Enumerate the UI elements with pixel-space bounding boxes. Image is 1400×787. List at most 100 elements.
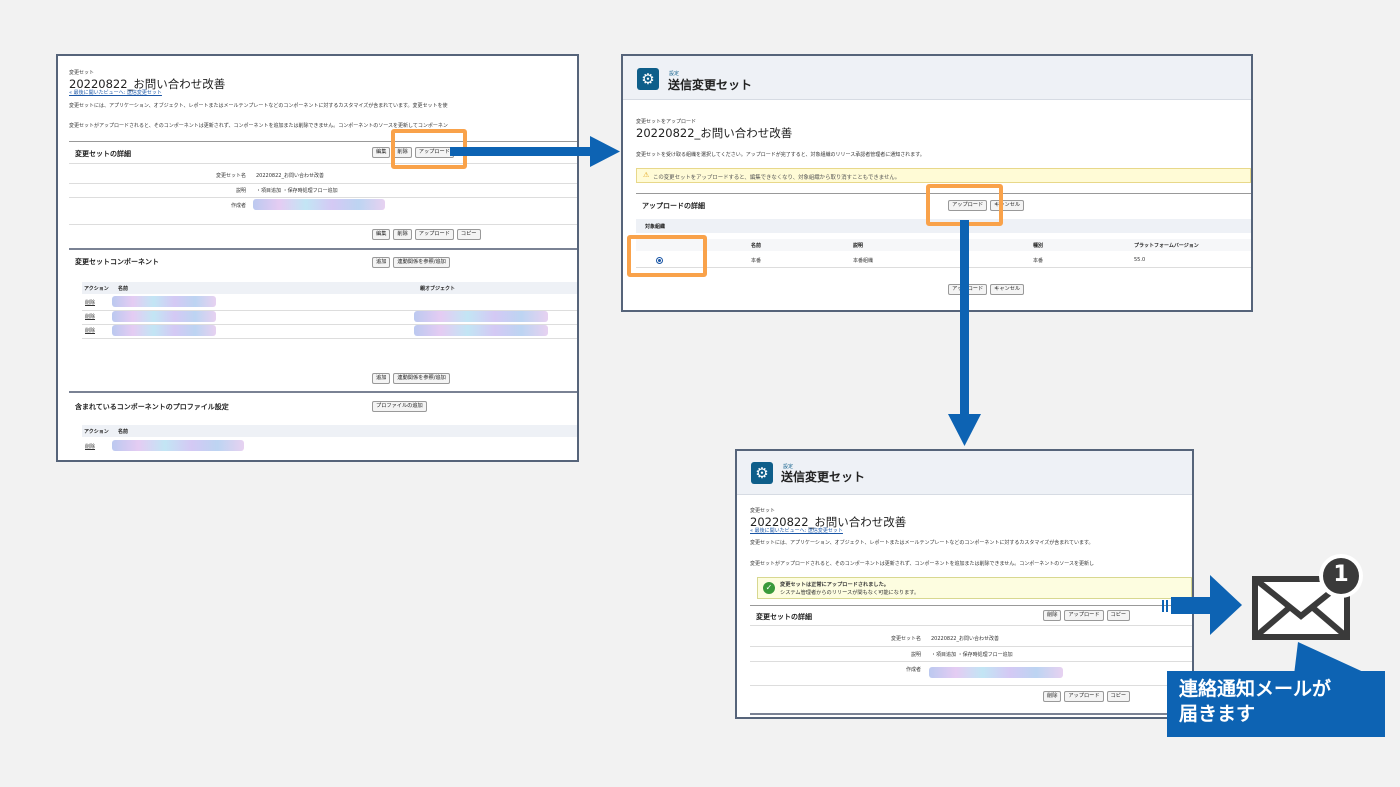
components-section-heading: 変更セットコンポーネント — [75, 258, 159, 266]
header-title: 送信変更セット — [668, 78, 753, 92]
caption-line-2: 届きます — [1179, 703, 1256, 725]
success-subtext: システム管理者からのリリースが間もなく可能になります。 — [780, 590, 920, 596]
delete-button[interactable]: 削除 — [393, 229, 412, 240]
component-name-redacted — [112, 325, 216, 336]
column-header-name: 名前 — [118, 286, 129, 292]
divider — [82, 310, 577, 311]
divider — [69, 197, 577, 198]
upload-complete-screenshot: ⚙ 設定 送信変更セット 変更セット 20220822_お問い合わせ改善 « 最… — [735, 449, 1194, 719]
upload-button[interactable]: アップロード — [1064, 610, 1104, 621]
setup-header — [623, 56, 1251, 100]
org-name: 本番 — [751, 258, 762, 264]
warning-banner: ⚠ この変更セットをアップロードすると、編集できなくなり、対象組織から取り消すこ… — [636, 168, 1251, 183]
profiles-table-header: アクション 名前 — [82, 425, 577, 437]
detail-section-heading: 変更セットの詳細 — [756, 613, 812, 621]
remove-link[interactable]: 削除 — [85, 314, 96, 320]
profile-name-redacted — [112, 440, 244, 451]
column-header-action: アクション — [84, 286, 109, 292]
upload-button[interactable]: アップロード — [1064, 691, 1104, 702]
remove-link[interactable]: 削除 — [85, 444, 96, 450]
divider — [750, 625, 1192, 626]
setup-label: 設定 — [783, 464, 794, 470]
divider — [69, 183, 577, 184]
creator-redacted — [253, 199, 385, 210]
column-header-type: 種別 — [1033, 243, 1044, 249]
divider — [69, 248, 577, 250]
left-changeset-screenshot: 変更セット 20220822_お問い合わせ改善 « 最後に開いたビューへ: 送信… — [56, 54, 579, 462]
cancel-button[interactable]: キャンセル — [990, 200, 1025, 211]
view-dependencies-button[interactable]: 連動関係を参照/追加 — [393, 257, 450, 268]
column-header-action: アクション — [84, 429, 109, 435]
org-type: 本番 — [1033, 258, 1044, 264]
target-org-label: 対象組織 — [636, 219, 1251, 233]
delete-button[interactable]: 削除 — [1043, 691, 1062, 702]
remove-link[interactable]: 削除 — [85, 328, 96, 334]
caption-pointer — [1294, 642, 1370, 675]
copy-button[interactable]: コピー — [1106, 610, 1131, 621]
breadcrumb: 変更セット — [69, 70, 95, 76]
divider — [636, 193, 1251, 194]
setup-header — [737, 451, 1192, 495]
description-text-1: 変更セットには、アプリケーション、オブジェクト、レポートまたはメールテンプレート… — [750, 540, 1094, 546]
setup-label: 設定 — [669, 71, 680, 77]
success-title: 変更セットは正常にアップロードされました。 — [780, 582, 889, 588]
field-label-creator: 作成者 — [905, 667, 921, 673]
divider — [750, 713, 1192, 715]
description-text-1: 変更セットには、アプリケーション、オブジェクト、レポートまたはメールテンプレート… — [69, 103, 448, 109]
divider — [69, 163, 577, 164]
breadcrumb: 変更セットをアップロード — [636, 119, 697, 125]
field-value-name: 20220822_お問い合わせ改善 — [256, 173, 324, 179]
component-name-redacted — [112, 311, 216, 322]
delete-button[interactable]: 削除 — [1043, 610, 1062, 621]
copy-button[interactable]: コピー — [1106, 691, 1131, 702]
column-header-platform-version: プラットフォームバージョン — [1134, 243, 1199, 249]
caption-line-1: 連絡通知メールが — [1179, 678, 1332, 700]
arrow-right — [450, 136, 620, 167]
field-value-description: ・項目追加 ・保存時処理フロー追加 — [256, 188, 338, 194]
components-table-header: アクション 名前 親オブジェクト — [82, 282, 577, 294]
divider — [750, 605, 1192, 606]
page-title: 20220822_お問い合わせ改善 — [636, 126, 793, 140]
instruction-text: 変更セットを受け取る組織を選択してください。アップロードが完了すると、対象組織の… — [636, 152, 925, 158]
upload-changeset-screenshot: ⚙ 設定 送信変更セット 変更セットをアップロード 20220822_お問い合わ… — [621, 54, 1253, 312]
arrow-down — [948, 220, 981, 446]
envelope-icon — [1252, 554, 1363, 640]
breadcrumb: 変更セット — [750, 508, 776, 514]
divider — [82, 324, 577, 325]
org-description: 本番組織 — [853, 258, 874, 264]
target-org-table-header: 名前 説明 種別 プラットフォームバージョン — [636, 239, 1251, 251]
edit-button[interactable]: 編集 — [372, 229, 391, 240]
upload-button[interactable]: アップロード — [414, 229, 454, 240]
notification-badge-count: 1 — [1333, 562, 1349, 587]
field-label-description: 説明 — [235, 188, 246, 194]
parent-object-redacted — [414, 311, 548, 322]
copy-button[interactable]: コピー — [456, 229, 481, 240]
profiles-section-heading: 含まれているコンポーネントのプロファイル設定 — [75, 403, 229, 411]
back-link[interactable]: « 最後に開いたビューへ: 送信変更セット — [750, 528, 843, 534]
org-platform-version: 55.0 — [1134, 257, 1146, 263]
cancel-button[interactable]: キャンセル — [990, 284, 1025, 295]
divider — [69, 141, 577, 142]
remove-link[interactable]: 削除 — [85, 300, 96, 306]
divider — [69, 224, 577, 225]
org-radio-button[interactable] — [656, 257, 663, 264]
component-name-redacted — [112, 296, 216, 307]
field-label-name: 変更セット名 — [215, 173, 246, 179]
back-link[interactable]: « 最後に開いたビューへ: 送信変更セット — [69, 90, 162, 96]
creator-redacted — [929, 667, 1063, 678]
edit-button[interactable]: 編集 — [372, 147, 391, 158]
success-banner: ✓ 変更セットは正常にアップロードされました。 システム管理者からのリリースが間… — [757, 577, 1192, 599]
parent-object-redacted — [414, 325, 548, 336]
column-header-parent: 親オブジェクト — [420, 286, 456, 292]
divider — [636, 267, 1251, 268]
gear-icon: ⚙ — [751, 462, 773, 484]
add-profile-button[interactable]: プロファイルの追加 — [372, 401, 427, 412]
add-button[interactable]: 追加 — [372, 373, 391, 384]
upload-button[interactable]: アップロード — [948, 200, 988, 211]
header-title: 送信変更セット — [781, 470, 866, 484]
column-header-name: 名前 — [118, 429, 129, 435]
arrow-to-mail — [1162, 575, 1242, 635]
field-label-name: 変更セット名 — [890, 636, 921, 642]
add-button[interactable]: 追加 — [372, 257, 391, 268]
view-dependencies-button[interactable]: 連動関係を参照/追加 — [393, 373, 450, 384]
